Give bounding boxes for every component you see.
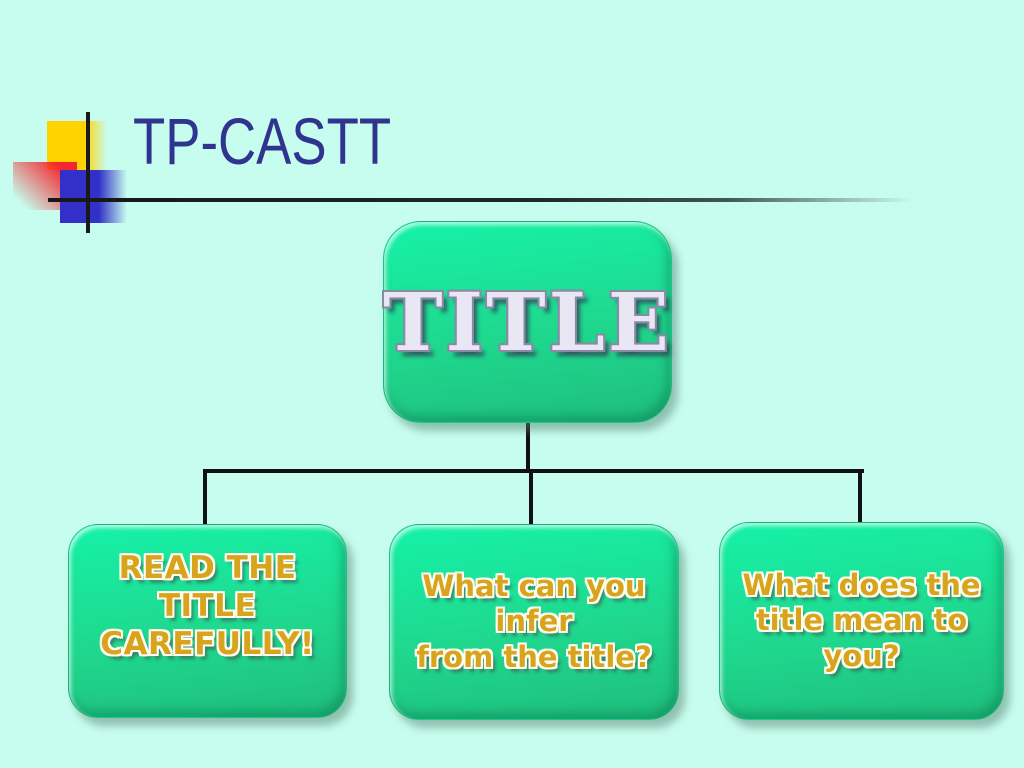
label-line: What can you infer — [422, 568, 646, 639]
label-line: What does the — [742, 567, 981, 602]
child-node-label: READ THE TITLE CAREFULLY! — [69, 550, 346, 663]
connector-middle-drop — [529, 469, 533, 526]
title-underline-rule — [48, 198, 950, 202]
node-title-meaning: What does the title mean to you? — [719, 522, 1004, 720]
child-node-label: What can you infer from the title? — [390, 569, 678, 675]
node-root-title: TITLE — [383, 221, 672, 423]
connector-left-drop — [203, 469, 207, 526]
node-infer-from-title: What can you infer from the title? — [389, 524, 679, 720]
label-line: title mean to — [755, 603, 968, 638]
child-node-label: What does the title mean to you? — [742, 568, 980, 674]
decor-vertical-line — [86, 112, 90, 233]
label-line: from the title? — [416, 639, 652, 674]
label-line: you? — [823, 638, 900, 673]
decor-yellow-square — [47, 121, 107, 170]
connector-horizontal — [203, 469, 864, 473]
label-line: CAREFULLY! — [100, 625, 315, 662]
label-line: READ THE TITLE — [118, 550, 297, 625]
slide-title: TP-CASTT — [133, 104, 392, 178]
connector-root-drop — [526, 421, 530, 473]
decor-blue-square — [60, 170, 127, 223]
node-read-title-carefully: READ THE TITLE CAREFULLY! — [68, 524, 347, 718]
connector-right-drop — [858, 469, 862, 524]
root-node-label: TITLE — [383, 275, 672, 369]
